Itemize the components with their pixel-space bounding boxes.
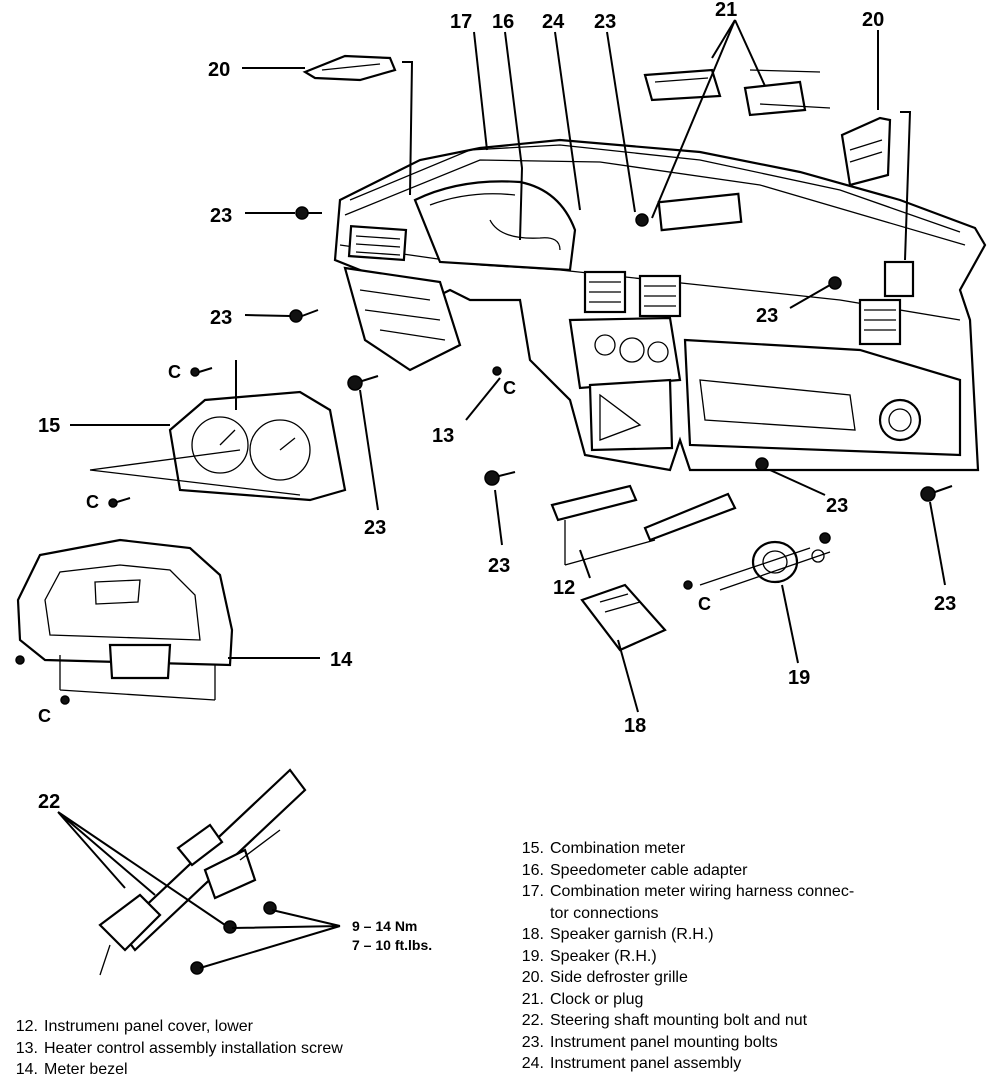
combination-meter (89, 390, 347, 502)
legend-left: 12. Instrumenı panel cover, lower 13. He… (2, 1016, 343, 1081)
legend-text: Combination meter (550, 840, 686, 857)
legend-num: 13. (15, 1039, 38, 1057)
callout-13: 13 (432, 425, 454, 447)
legend-num: 20. (521, 969, 544, 986)
callout-23-left-lower: 23 (210, 307, 232, 329)
legend-num: 21. (521, 990, 544, 1008)
legend-item-21: 21. Clock or plug (510, 989, 854, 1011)
callout-12: 12 (553, 577, 575, 599)
legend-item-24: 24. Instrument panel assembly (510, 1053, 854, 1075)
callout-c-meter-top: C (168, 362, 181, 382)
legend-item-16: 16. Speedometer cable adapter (510, 860, 854, 882)
legend-num: 22. (521, 1012, 544, 1029)
legend-text: Speedometer cable adapter (550, 861, 748, 879)
callout-23-top: 23 (594, 11, 616, 33)
speaker-garnish (580, 583, 667, 652)
callout-18: 18 (624, 715, 646, 737)
side-defroster-grille-left (302, 54, 397, 82)
callout-15: 15 (38, 415, 60, 437)
callout-20-right: 20 (862, 9, 884, 31)
legend-num: 17. (521, 883, 544, 900)
legend-item-13: 13. Heater control assembly installation… (2, 1038, 343, 1060)
legend-right: 15. Combination meter 16. Speedometer ca… (510, 838, 854, 1075)
legend-num: 23. (521, 1033, 544, 1051)
callout-c-heater: C (503, 378, 516, 398)
callout-23-left-upper: 23 (210, 205, 232, 227)
legend-text: Heater control assembly installation scr… (44, 1039, 343, 1057)
legend-text-continued: tor connections (550, 904, 659, 922)
legend-text: Clock or plug (550, 990, 644, 1008)
callout-c-speaker: C (698, 594, 711, 614)
legend-text: Speaker (R.H.) (550, 947, 657, 965)
callout-c-meter-bottom: C (86, 492, 99, 512)
legend-num: 19. (521, 947, 544, 965)
speaker (699, 532, 831, 591)
legend-num: 16. (521, 861, 544, 879)
legend-num: 15. (521, 840, 544, 857)
legend-item-19: 19. Speaker (R.H.) (510, 946, 854, 968)
callout-16: 16 (492, 11, 514, 33)
callout-labels: 20 17 16 24 23 21 20 23 23 23 C 15 C C 1… (38, 0, 956, 953)
callout-23-glovebox: 23 (826, 495, 848, 517)
legend-text: Instrument panel assembly (550, 1055, 742, 1072)
legend-num: 14. (15, 1061, 38, 1078)
torque-nm: 9 – 14 Nm (352, 918, 417, 934)
legend-text: Meter bezel (44, 1061, 128, 1078)
legend-item-20: 20. Side defroster grille (510, 967, 854, 989)
instrument-panel-cover-lower (550, 484, 737, 566)
legend-item-18: 18. Speaker garnish (R.H.) (510, 924, 854, 946)
legend-text: Instrumenı panel cover, lower (44, 1018, 253, 1035)
legend-text: Combination meter wiring harness connec- (550, 883, 855, 900)
callout-14: 14 (330, 649, 353, 671)
callout-23-bottom-center: 23 (488, 555, 510, 577)
steering-shaft (98, 768, 307, 976)
legend-item-17-continued: tor connections (510, 903, 854, 925)
legend-item-12: 12. Instrumenı panel cover, lower (2, 1016, 343, 1038)
legend-item-15: 15. Combination meter (510, 838, 854, 860)
callout-23-left-bracket: 23 (364, 517, 386, 539)
legend-item-17: 17. Combination meter wiring harness con… (510, 881, 854, 903)
legend-num: 18. (521, 926, 544, 943)
callout-23-right: 23 (934, 593, 956, 615)
legend-text: Steering shaft mounting bolt and nut (550, 1012, 808, 1029)
meter-bezel (16, 538, 234, 701)
callout-22: 22 (38, 791, 60, 813)
legend-text: Side defroster grille (550, 969, 688, 986)
leader-lines (57, 19, 946, 969)
legend-num: 24. (521, 1055, 544, 1072)
legend-num: 12. (15, 1018, 38, 1035)
legend-item-23: 23. Instrument panel mounting bolts (510, 1032, 854, 1054)
callout-23-center-right: 23 (756, 305, 778, 327)
instrument-panel-assembly (333, 138, 987, 472)
legend-item-22: 22. Steering shaft mounting bolt and nut (510, 1010, 854, 1032)
side-defroster-grille-right (840, 116, 892, 187)
callout-17: 17 (450, 11, 472, 33)
callout-c-bezel: C (38, 706, 51, 726)
mounting-bolts (15, 206, 953, 705)
torque-ftlbs: 7 – 10 ft.lbs. (352, 937, 432, 953)
legend-text: Instrument panel mounting bolts (550, 1033, 778, 1051)
callout-24: 24 (542, 11, 565, 33)
callout-21: 21 (715, 0, 737, 21)
legend-item-14: 14. Meter bezel (2, 1059, 343, 1081)
clock-or-plug (643, 68, 831, 117)
legend-text: Speaker garnish (R.H.) (550, 926, 714, 943)
callout-19: 19 (788, 667, 810, 689)
callout-20-left: 20 (208, 59, 230, 81)
